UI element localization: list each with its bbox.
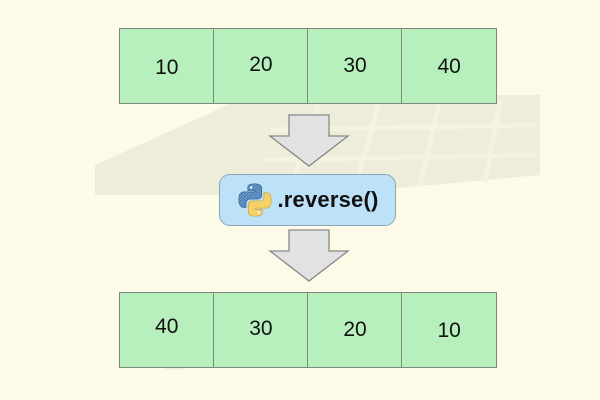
output-cell: 10 <box>401 292 497 368</box>
input-cell: 10 <box>119 28 215 104</box>
output-cell-value: 10 <box>437 319 461 342</box>
reverse-method-label: .reverse() <box>277 187 379 212</box>
output-cell-value: 20 <box>343 318 367 341</box>
input-cell: 20 <box>213 28 309 104</box>
python-logo-icon <box>238 183 272 217</box>
output-array: 40 30 20 10 <box>119 292 497 368</box>
input-cell-value: 10 <box>155 56 179 79</box>
reverse-method-badge: .reverse() <box>219 174 396 226</box>
input-cell-value: 30 <box>343 54 367 77</box>
output-cell-value: 30 <box>249 317 273 340</box>
down-arrow-icon <box>268 229 350 282</box>
output-cell-value: 40 <box>155 315 179 338</box>
down-arrow-icon <box>268 114 350 167</box>
input-array: 10 20 30 40 <box>119 28 497 104</box>
output-cell: 40 <box>119 292 215 368</box>
input-cell: 30 <box>307 28 403 104</box>
input-cell-value: 40 <box>437 55 461 78</box>
input-cell-value: 20 <box>249 53 273 76</box>
output-cell: 20 <box>307 292 403 368</box>
output-cell: 30 <box>213 292 309 368</box>
input-cell: 40 <box>401 28 497 104</box>
